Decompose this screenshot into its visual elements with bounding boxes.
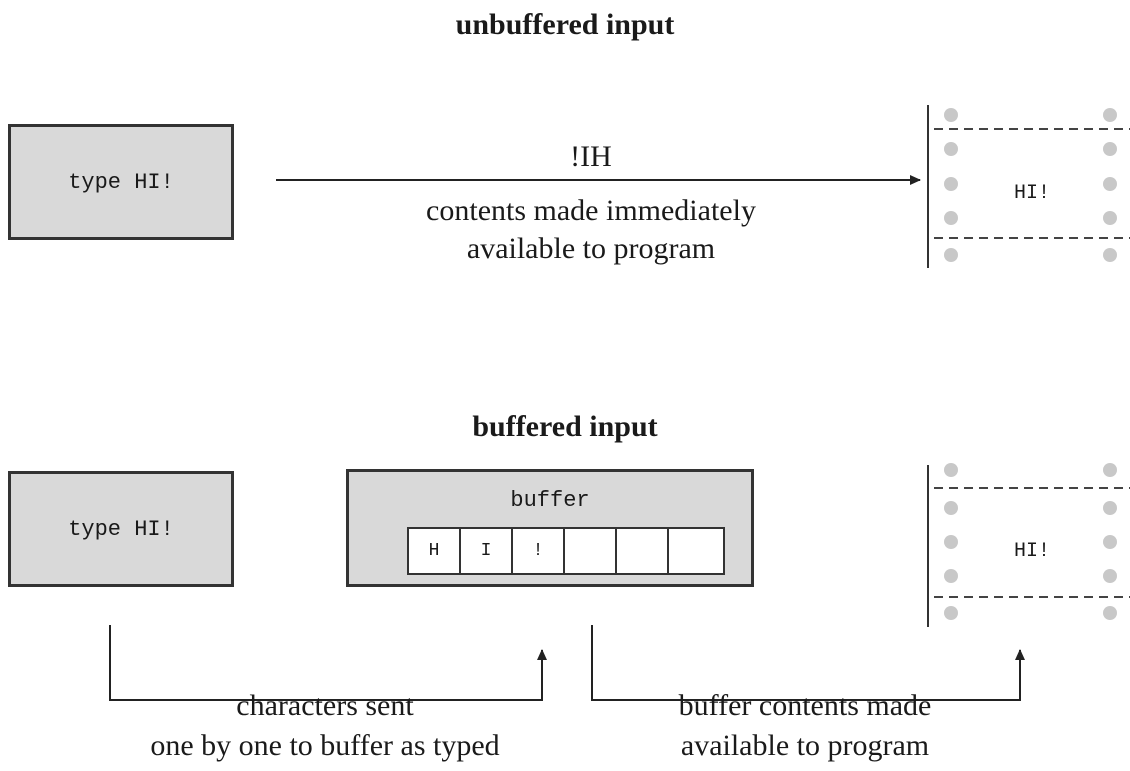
- left-caption-line1: characters sent: [236, 689, 414, 722]
- unbuffered-title: unbuffered input: [455, 8, 675, 41]
- buffer-cell: I: [461, 529, 513, 573]
- buffer-cell: [669, 529, 721, 573]
- unbuffered-keyboard-label: type HI!: [68, 169, 174, 195]
- left-caption-line2: one by one to buffer as typed: [150, 729, 500, 762]
- buffered-keyboard-box: type HI!: [8, 471, 234, 587]
- right-caption-line1: buffer contents made: [678, 689, 932, 722]
- buffer-label: buffer: [510, 488, 590, 513]
- unbuffered-caption-line1: contents made immediately: [426, 194, 756, 227]
- unbuffered-program-text: HI!: [1013, 182, 1050, 205]
- keyboard-to-buffer-arrow: [109, 625, 547, 701]
- right-caption-line2: available to program: [680, 729, 930, 762]
- buffered-title: buffered input: [472, 410, 658, 443]
- buffer-cell: [617, 529, 669, 573]
- buffer-cells: H I !: [407, 527, 725, 575]
- buffer-cell: H: [409, 529, 461, 573]
- buffer-box: buffer H I !: [346, 469, 754, 587]
- buffer-cell: !: [513, 529, 565, 573]
- buffered-keyboard-label: type HI!: [68, 516, 174, 542]
- buffer-cell: [565, 529, 617, 573]
- unbuffered-keyboard-box: type HI!: [8, 124, 234, 240]
- buffered-program-strip: [927, 463, 1130, 627]
- unbuffered-caption-line2: available to program: [466, 232, 716, 265]
- unbuffered-program-strip: [927, 105, 1130, 268]
- buffer-to-program-arrow: [591, 625, 1025, 701]
- buffered-program-text: HI!: [1013, 540, 1050, 563]
- unbuffered-arrow-label: !IH: [570, 140, 612, 173]
